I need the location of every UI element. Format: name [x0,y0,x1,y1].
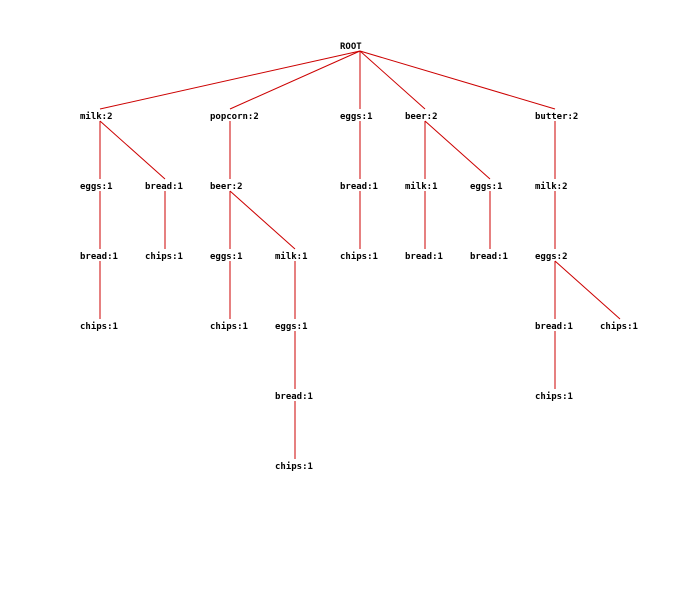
tree-node: eggs:2 [535,252,568,262]
tree-node: chips:1 [600,321,638,332]
tree-node: chips:1 [210,321,248,332]
tree-node: eggs:1 [80,182,113,192]
tree-node: chips:1 [145,251,183,262]
tree-node: butter:2 [535,112,578,122]
tree-node: chips:1 [80,321,118,332]
tree-node: milk:2 [535,181,568,192]
tree-node: bread:1 [470,252,508,262]
tree-node: beer:2 [210,182,243,192]
tree-edge [359,50,426,110]
tree-edge [424,120,491,180]
tree-node: bread:1 [275,392,313,402]
tree-node: bread:1 [340,182,378,192]
tree-edge [99,50,361,110]
tree-node: eggs:1 [210,252,243,262]
tree-node: bread:1 [80,252,118,262]
tree-node: eggs:1 [470,182,503,192]
tree-node: chips:1 [340,251,378,262]
tree-node: eggs:1 [275,322,308,332]
tree-edge [99,120,166,180]
tree-edge [554,260,621,320]
tree-node: bread:1 [145,182,183,192]
tree-node: milk:1 [275,251,308,262]
tree-node: milk:2 [80,111,113,122]
tree-node: bread:1 [535,322,573,332]
tree-node: milk:1 [405,181,438,192]
tree-node: chips:1 [275,461,313,472]
tree-edge [229,50,361,110]
tree-node: popcorn:2 [210,112,259,122]
tree-edges [99,50,621,459]
tree-nodes: ROOT milk:2 eggs:1 bread:1 chips:1 bread:1 chi… [80,42,638,472]
tree-node: eggs:1 [340,112,373,122]
tree-edge [359,50,556,110]
tree-node: beer:2 [405,112,438,122]
root-node: ROOT [340,42,362,52]
tree-node: bread:1 [405,252,443,262]
tree-edge [229,190,296,250]
tree-node: chips:1 [535,391,573,402]
